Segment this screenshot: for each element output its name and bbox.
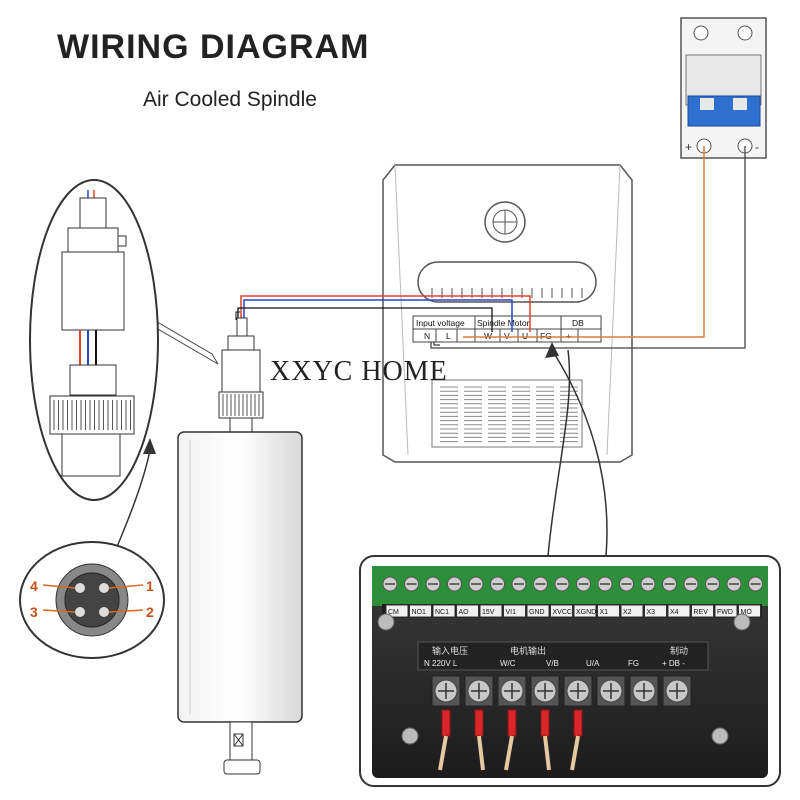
- blue-wire-v: [243, 299, 513, 332]
- terminal-board-photo: CM NO1 NC1 AO 15V VI1 GND XVCC XGND X1 X2 X3 X4 REV FW…: [359, 555, 781, 787]
- inverter-group-input: Input voltage: [416, 318, 465, 328]
- plug-detail: [29, 179, 159, 501]
- breaker-minus-label: -: [755, 140, 759, 154]
- signal-terminal-label-xgnd: XGND: [576, 609, 596, 616]
- pin-label-3: 3: [30, 604, 38, 620]
- inverter-terminal-n: N: [424, 331, 430, 341]
- circuit-breaker: + -: [680, 17, 767, 159]
- inverter-terminal-u: U: [522, 331, 528, 341]
- power-label-db: + DB -: [662, 659, 685, 668]
- inverter-terminal-minus: -: [582, 331, 585, 341]
- pin-label-1: 1: [146, 578, 154, 594]
- spindle-plug: [221, 349, 261, 393]
- black-wire-w: [237, 307, 493, 332]
- spindle-collet: [223, 759, 261, 775]
- breaker-switch: [687, 95, 761, 127]
- signal-terminal-label-gnd: GND: [529, 609, 545, 616]
- signal-terminal-label-cm: CM: [388, 609, 399, 616]
- power-label-w: W/C: [500, 659, 516, 668]
- wires: [235, 146, 746, 349]
- page-title: WIRING DIAGRAM: [57, 28, 370, 66]
- power-label-input: N 220V L: [424, 659, 458, 668]
- power-label-u: U/A: [586, 659, 600, 668]
- spindle-plug-nut: [218, 391, 264, 419]
- signal-terminal-label-no1: NO1: [412, 609, 427, 616]
- watermark: XXYC HOME: [270, 356, 448, 387]
- orange-wire-l: [463, 146, 705, 338]
- black-wire-n: [430, 146, 746, 349]
- signal-terminal-label-rev: REV: [694, 609, 709, 616]
- spindle: [105, 290, 303, 775]
- signal-terminal-label-x2: X2: [623, 609, 632, 616]
- pin-label-4: 4: [30, 578, 38, 594]
- inverter-terminal-v: V: [504, 331, 510, 341]
- signal-terminal-label-fwd: FWD: [717, 609, 733, 616]
- pin-label-2: 2: [146, 604, 154, 620]
- inverter: Input voltage Spindle Motor DB N L W V U FG + -: [382, 164, 633, 463]
- inverter-terminal-w: W: [484, 331, 492, 341]
- page-subtitle: Air Cooled Spindle: [143, 88, 317, 111]
- power-header-motor: 电机输出: [510, 645, 546, 656]
- inverter-group-db: DB: [572, 318, 584, 328]
- signal-terminal-label-x3: X3: [647, 609, 656, 616]
- signal-terminal-label-mo: MO: [741, 609, 753, 616]
- signal-terminal-label-ao: AO: [459, 609, 470, 616]
- power-label-fg: FG: [628, 659, 639, 668]
- breaker-plus-label: +: [685, 140, 692, 154]
- inverter-terminals: N L W V U FG + -: [424, 329, 585, 342]
- spindle-body: [177, 431, 303, 723]
- connector-pinout: 4 3 1 2: [19, 438, 165, 659]
- signal-terminal-label-xvcc: XVCC: [553, 609, 572, 616]
- power-header-input: 输入电压: [432, 645, 468, 656]
- signal-terminal-label-vi1: VI1: [506, 609, 517, 616]
- signal-terminal-label-nc1: NC1: [435, 609, 449, 616]
- inverter-terminal-l: L: [446, 331, 451, 341]
- inverter-terminal-plus: +: [566, 331, 571, 341]
- inverter-group-motor: Spindle Motor: [477, 318, 530, 328]
- power-header-brake: 制动: [670, 645, 688, 656]
- signal-terminal-label-x4: X4: [670, 609, 679, 616]
- power-label-v: V/B: [546, 659, 559, 668]
- zoom-arrows: [545, 342, 608, 557]
- signal-terminal-label-x1: X1: [600, 609, 609, 616]
- signal-terminal-label-15v: 15V: [482, 609, 495, 616]
- inverter-terminal-fg: FG: [540, 331, 552, 341]
